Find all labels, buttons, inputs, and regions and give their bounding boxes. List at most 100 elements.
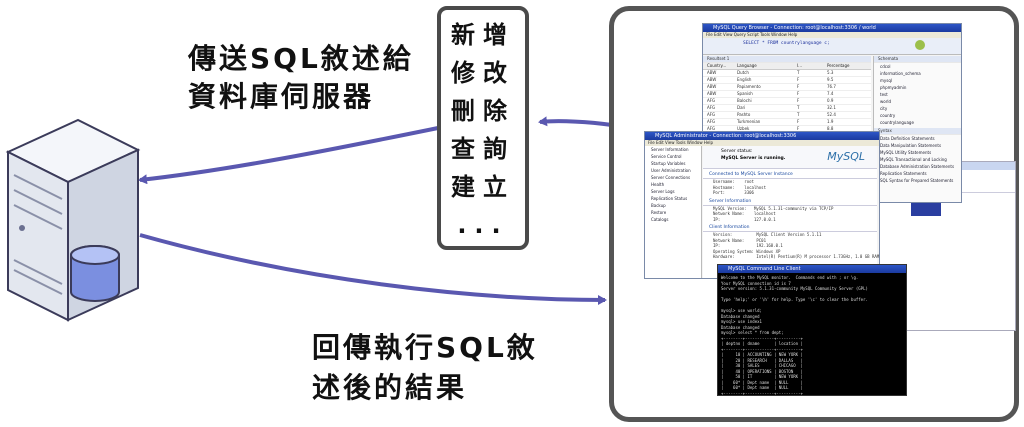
schema-item[interactable]: city <box>874 105 961 112</box>
info-line: Hardware: Intel(R) Pentium(R) M processo… <box>703 254 877 260</box>
table-cell: AFG <box>703 119 737 125</box>
resultset-tab[interactable]: Resultset 1 <box>703 56 871 63</box>
schema-item[interactable]: test <box>874 91 961 98</box>
sidebar-item[interactable]: Restore <box>645 209 701 216</box>
section-heading: Server Information <box>703 198 877 206</box>
col-header: Language <box>737 63 797 69</box>
table-cell: F <box>797 98 827 104</box>
request-arrow <box>140 128 438 180</box>
sidebar-item[interactable]: Startup Variables <box>645 160 701 167</box>
section-heading: Client Information <box>703 224 877 232</box>
database-server-icon <box>8 120 138 320</box>
table-cell: AFG <box>703 105 737 111</box>
table-cell: ABW <box>703 77 737 83</box>
syntax-item[interactable]: MySQL Utility Statements <box>874 149 961 156</box>
sidebar-item[interactable]: Health <box>645 181 701 188</box>
section-heading: Connected to MySQL Server Instance <box>703 171 877 179</box>
administrator-window: MySQL Administrator - Connection: root@l… <box>644 131 880 279</box>
mysql-logo: MySQL <box>827 150 865 163</box>
table-cell: F <box>797 77 827 83</box>
administrator-title: MySQL Administrator - Connection: root@l… <box>645 132 879 140</box>
info-line: IP: 127.0.0.1 <box>703 217 877 223</box>
syntax-item[interactable]: Database Administration Statements <box>874 163 961 170</box>
op-more: ... <box>441 206 525 244</box>
sidebar-item[interactable]: Server Information <box>645 146 701 153</box>
syntax-title: Syntax <box>874 128 961 135</box>
table-cell: 52.4 <box>827 112 867 118</box>
schema-item[interactable]: country <box>874 112 961 119</box>
sidebar-item[interactable]: Catalogs <box>645 216 701 223</box>
table-cell: Spanish <box>737 91 797 97</box>
col-header: Country... <box>703 63 737 69</box>
table-cell: AFG <box>703 112 737 118</box>
table-cell: Balochi <box>737 98 797 104</box>
schema-item[interactable]: phpmyadmin <box>874 84 961 91</box>
sidebar-item[interactable]: User Administration <box>645 167 701 174</box>
sidebar-item[interactable]: Replication Status <box>645 195 701 202</box>
schema-item[interactable]: information_schema <box>874 70 961 77</box>
syntax-item[interactable]: Replication Statements <box>874 170 961 177</box>
syntax-item[interactable]: MySQL Transactional and Locking <box>874 156 961 163</box>
command-line-window: MySQL Command Line Client Welcome to the… <box>717 264 907 396</box>
sidebar-item[interactable]: Server Logs <box>645 188 701 195</box>
table-cell: Turkmenian <box>737 119 797 125</box>
execute-icon[interactable] <box>915 40 925 50</box>
send-label-line1: 傳送SQL敘述給 <box>188 40 414 78</box>
syntax-item[interactable]: Data Manipulation Statements <box>874 142 961 149</box>
query-text[interactable]: SELECT * FROM countrylanguage c; <box>743 41 830 46</box>
op-delete: 刪除 <box>441 92 525 130</box>
table-cell: F <box>797 84 827 90</box>
table-cell: Dutch <box>737 70 797 76</box>
col-header: Percentage <box>827 63 867 69</box>
table-cell: Papiamento <box>737 84 797 90</box>
syntax-item[interactable]: SQL Syntax for Prepared Statements <box>874 177 961 184</box>
send-sql-label: 傳送SQL敘述給 資料庫伺服器 <box>188 40 414 116</box>
table-cell: F <box>797 119 827 125</box>
table-cell: AFG <box>703 98 737 104</box>
table-cell: 76.7 <box>827 84 867 90</box>
op-create: 建立 <box>441 168 525 206</box>
table-cell: ABW <box>703 84 737 90</box>
op-insert: 新增 <box>441 16 525 54</box>
return-result-label: 回傳執行SQL敘 述後的結果 <box>312 328 538 408</box>
col-header: I... <box>797 63 827 69</box>
table-cell: T <box>797 112 827 118</box>
schema-item[interactable]: world <box>874 98 961 105</box>
table-cell: Pashto <box>737 112 797 118</box>
syntax-item[interactable]: Data Definition Statements <box>874 135 961 142</box>
sidebar-item[interactable]: Server Connections <box>645 174 701 181</box>
op-query: 查詢 <box>441 130 525 168</box>
info-line: Port: 3306 <box>703 190 877 196</box>
sidebar-item[interactable]: Service Control <box>645 153 701 160</box>
table-cell: English <box>737 77 797 83</box>
table-cell: 5.3 <box>827 70 867 76</box>
return-label-line2: 述後的結果 <box>312 368 538 408</box>
table-cell: ABW <box>703 70 737 76</box>
schema-item[interactable]: mysql <box>874 77 961 84</box>
return-label-line1: 回傳執行SQL敘 <box>312 328 538 368</box>
console-output[interactable]: Welcome to the MySQL monitor. Commands e… <box>718 273 906 395</box>
table-cell: 7.4 <box>827 91 867 97</box>
status-text: MySQL Server is running. <box>721 156 786 161</box>
result-header: Country... Language I... Percentage <box>703 63 871 70</box>
sidebar-item[interactable]: Backup <box>645 202 701 209</box>
table-cell: 1.9 <box>827 119 867 125</box>
table-cell: ABW <box>703 91 737 97</box>
console-title: MySQL Command Line Client <box>718 265 906 273</box>
schema-item[interactable]: cdcol <box>874 63 961 70</box>
sql-operations-box: 新增 修改 刪除 查詢 建立 ... <box>437 6 529 250</box>
status-heading: Server status: <box>721 149 753 154</box>
schema-item[interactable]: countrylanguage <box>874 119 961 126</box>
